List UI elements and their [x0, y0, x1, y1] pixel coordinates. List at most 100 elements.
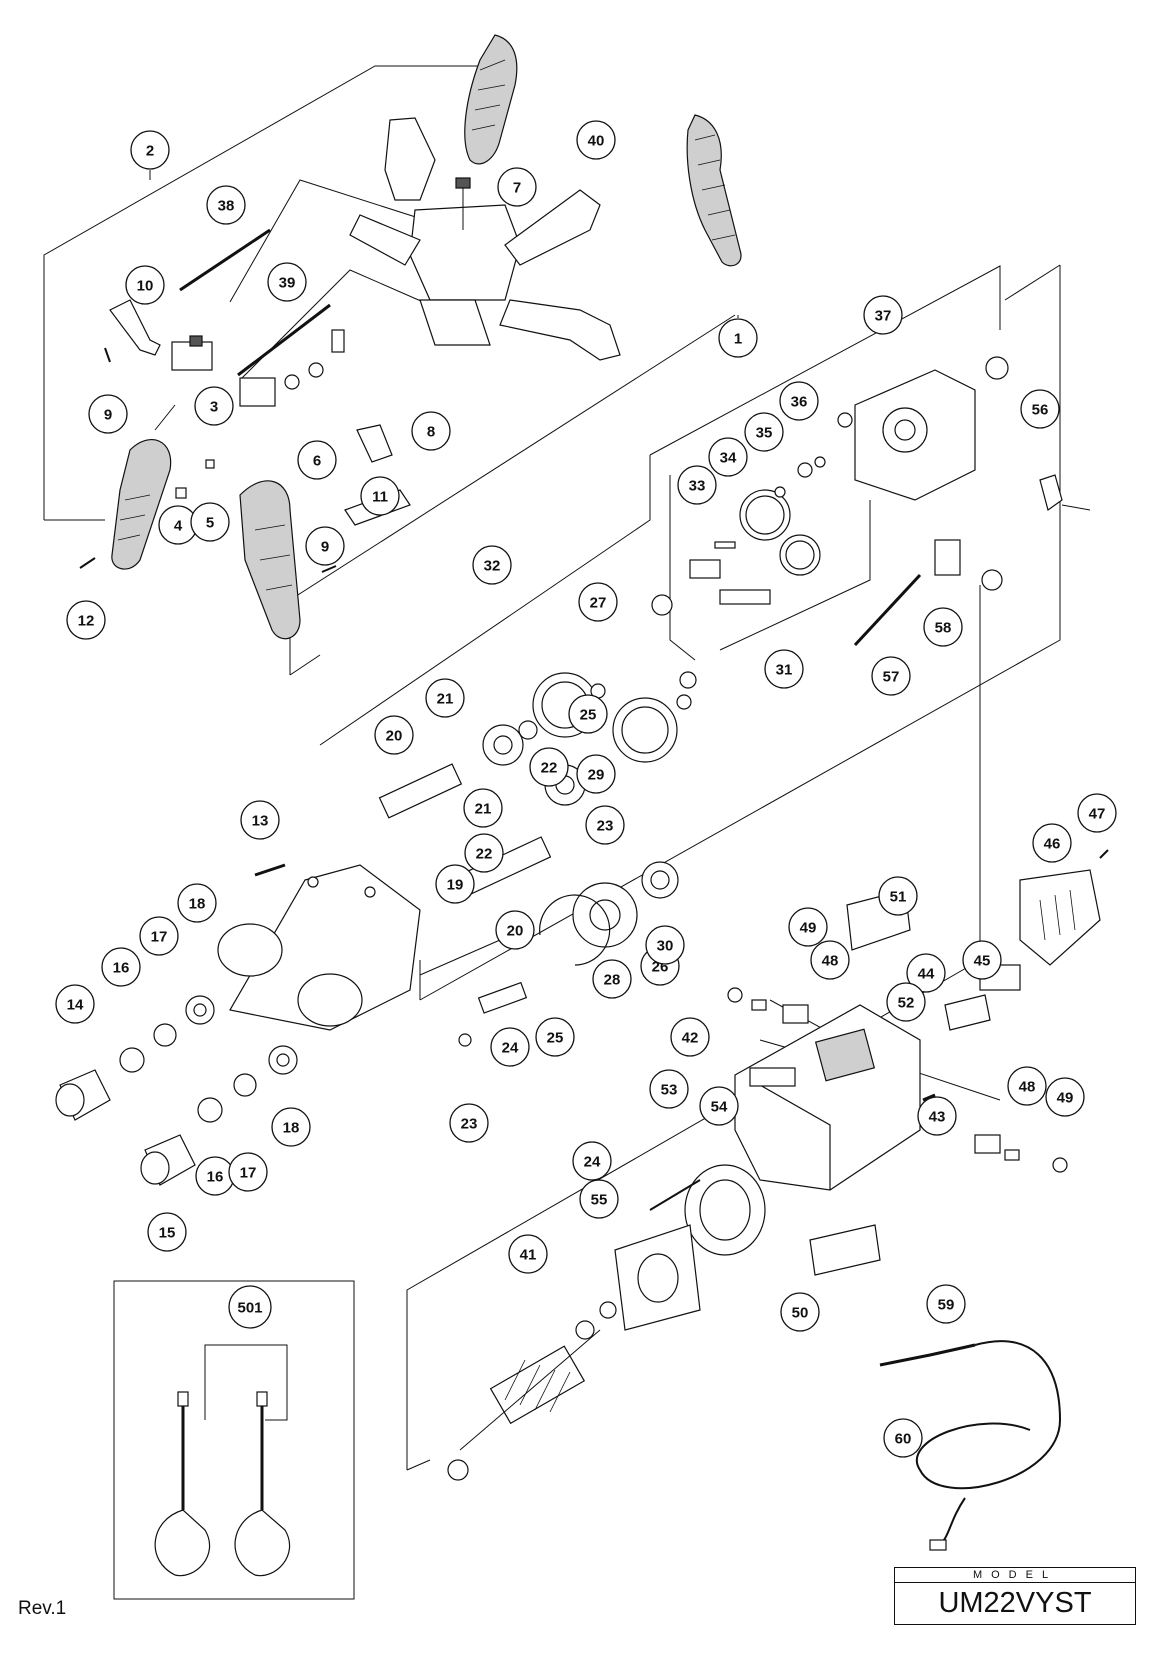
gear-housing-part-37 [854, 369, 976, 501]
callout-number: 16 [113, 960, 130, 977]
callout-22: 22 [529, 747, 569, 787]
callout-circle [1020, 389, 1060, 429]
callout-number: 57 [883, 669, 900, 686]
callout-10: 10 [125, 265, 165, 305]
callout-24: 24 [490, 1027, 530, 1067]
callout-circle [497, 167, 537, 207]
revision-label: Rev.1 [18, 1598, 67, 1619]
callout-13: 13 [240, 800, 280, 840]
callout-number: 42 [682, 1030, 699, 1047]
callout-57: 57 [871, 656, 911, 696]
callout-circle [66, 600, 106, 640]
callout-number: 2 [146, 143, 154, 160]
paddle-part-501 [154, 1344, 291, 1577]
callout-circle [578, 582, 618, 622]
callout-30: 30 [645, 925, 685, 965]
callout-number: 24 [502, 1040, 519, 1057]
armature-part-41 [447, 1301, 617, 1481]
model-caption: MODEL [895, 1568, 1135, 1583]
callout-number: 53 [661, 1082, 678, 1099]
callout-circle [568, 694, 608, 734]
callout-7: 7 [497, 167, 537, 207]
callout-circle [374, 715, 414, 755]
callout-circle [360, 476, 400, 516]
callout-43: 43 [917, 1096, 957, 1136]
callout-16: 16 [101, 947, 141, 987]
callout-55: 55 [579, 1179, 619, 1219]
callout-number: 41 [520, 1247, 537, 1264]
handle-cover-top-part [464, 34, 518, 165]
callout-number: 8 [427, 424, 435, 441]
callout-number: 14 [67, 997, 84, 1014]
callout-circle [962, 940, 1002, 980]
callout-number: 21 [437, 691, 454, 708]
handle-part-1 [686, 114, 742, 267]
callout-28: 28 [592, 959, 632, 999]
callout-18: 18 [271, 1107, 311, 1147]
callout-number: 49 [1057, 1090, 1074, 1107]
callout-49: 49 [788, 907, 828, 947]
callout-20: 20 [495, 910, 535, 950]
callout-circle [1045, 1077, 1085, 1117]
callout-number: 28 [604, 972, 621, 989]
callout-number: 55 [591, 1192, 608, 1209]
callout-circle [649, 1069, 689, 1109]
callout-number: 40 [588, 133, 605, 150]
callout-44: 44 [906, 953, 946, 993]
callout-circle [267, 262, 307, 302]
callout-circle [764, 649, 804, 689]
callout-36: 36 [779, 381, 819, 421]
callout-59: 59 [926, 1284, 966, 1324]
parts [55, 34, 1109, 1577]
callout-circle [190, 502, 230, 542]
callout-23: 23 [449, 1103, 489, 1143]
callout-35: 35 [744, 412, 784, 452]
callout-49: 49 [1045, 1077, 1085, 1117]
callout-20: 20 [374, 715, 414, 755]
callout-circle [228, 1152, 268, 1192]
callout-circle [576, 754, 616, 794]
callout-circle [708, 437, 748, 477]
callout-number: 12 [78, 613, 95, 630]
callout-52: 52 [886, 982, 926, 1022]
callout-number: 46 [1044, 836, 1061, 853]
callout-17: 17 [228, 1152, 268, 1192]
callout-48: 48 [810, 940, 850, 980]
callout-number: 59 [938, 1297, 955, 1314]
callout-circle [926, 1284, 966, 1324]
callout-number: 9 [321, 539, 329, 556]
callout-number: 10 [137, 278, 154, 295]
callout-number: 20 [386, 728, 403, 745]
model-box: MODEL UM22VYST [894, 1567, 1136, 1625]
callout-number: 33 [689, 478, 706, 495]
callout-circle [906, 953, 946, 993]
callout-9: 9 [88, 394, 128, 434]
callout-circle [1032, 823, 1072, 863]
callout-number: 54 [711, 1099, 728, 1116]
callout-21: 21 [463, 788, 503, 828]
callout-circle [464, 833, 504, 873]
callout-circle [463, 788, 503, 828]
callout-number: 48 [822, 953, 839, 970]
callout-8: 8 [411, 411, 451, 451]
callout-9: 9 [305, 526, 345, 566]
callout-39: 39 [267, 262, 307, 302]
callout-circle [297, 440, 337, 480]
callout-number: 35 [756, 425, 773, 442]
callout-501: 501 [228, 1285, 272, 1329]
callout-29: 29 [576, 754, 616, 794]
callout-number: 52 [898, 995, 915, 1012]
callout-48: 48 [1007, 1066, 1047, 1106]
callout-number: 23 [461, 1116, 478, 1133]
callout-number: 9 [104, 407, 112, 424]
callout-17: 17 [139, 916, 179, 956]
gear-case-housing [217, 864, 421, 1031]
callout-number: 49 [800, 920, 817, 937]
callout-number: 31 [776, 662, 793, 679]
callout-58: 58 [923, 607, 963, 647]
callout-number: 25 [547, 1030, 564, 1047]
callout-1: 1 [718, 318, 758, 358]
callout-41: 41 [508, 1234, 548, 1274]
callout-circle [529, 747, 569, 787]
